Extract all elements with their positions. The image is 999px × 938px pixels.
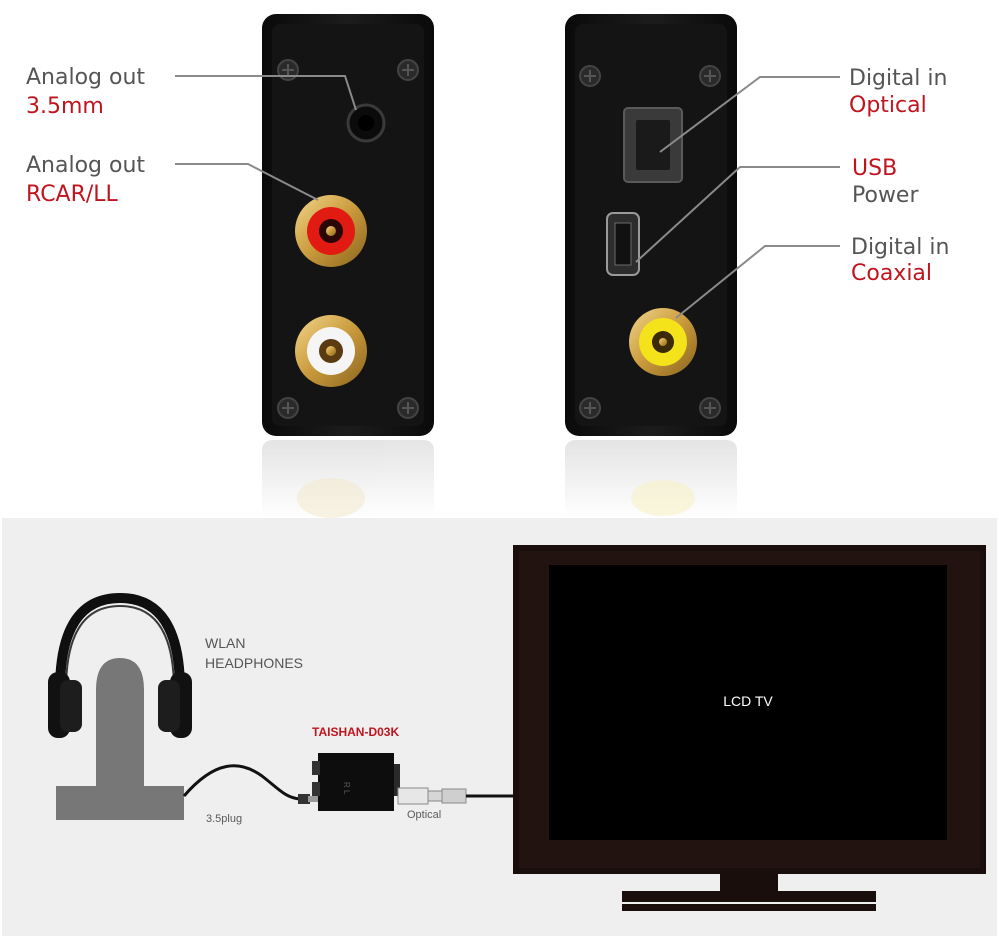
usb-port (606, 212, 640, 276)
leader-lines (175, 75, 840, 319)
label-analog-out-rca-line2: RCAR/LL (26, 182, 119, 207)
headphones-label-line1: WLAN (205, 635, 245, 651)
headphones-icon (48, 592, 192, 738)
reflection (565, 440, 737, 518)
label-analog-out-35-line2: 3.5mm (26, 94, 104, 119)
reflection (262, 440, 434, 518)
screw-icon (397, 397, 419, 419)
label-digital-in-optical-line1: Digital in (849, 66, 947, 91)
converter-back-analog (262, 14, 434, 436)
screw-icon (699, 397, 721, 419)
optical-label: Optical (407, 809, 441, 821)
jack-3-5mm-port (346, 103, 386, 143)
tv-label: LCD TV (723, 693, 773, 709)
label-usb-power-line1: USB (852, 156, 897, 181)
converter-side-text: R L (342, 782, 351, 795)
screw-icon (277, 397, 299, 419)
rca-white-port (295, 315, 367, 387)
headphone-stand (56, 658, 184, 820)
headphones-label-line2: HEADPHONES (205, 655, 303, 671)
label-digital-in-coaxial-line1: Digital in (851, 235, 949, 260)
label-analog-out-35-line1: Analog out (26, 65, 145, 90)
top-photo-background (0, 0, 999, 518)
label-usb-power-line2: Power (852, 183, 919, 208)
converter-model-label: TAISHAN-D03K (312, 725, 399, 739)
screw-icon (579, 65, 601, 87)
screw-icon (397, 59, 419, 81)
rca-red-port (295, 195, 367, 267)
screw-icon (579, 397, 601, 419)
optical-port (623, 107, 683, 183)
lcd-tv (513, 545, 986, 911)
screw-icon (699, 65, 721, 87)
optical-cable (397, 787, 515, 805)
converter-box: R L (312, 753, 400, 811)
converter-back-digital (565, 14, 737, 436)
label-analog-out-rca-line1: Analog out (26, 153, 145, 178)
label-digital-in-coaxial-line2: Coaxial (851, 261, 932, 286)
audio-cable (182, 764, 322, 804)
coaxial-port (629, 308, 697, 376)
label-digital-in-optical-line2: Optical (849, 93, 927, 118)
plug-label: 3.5plug (206, 813, 242, 825)
